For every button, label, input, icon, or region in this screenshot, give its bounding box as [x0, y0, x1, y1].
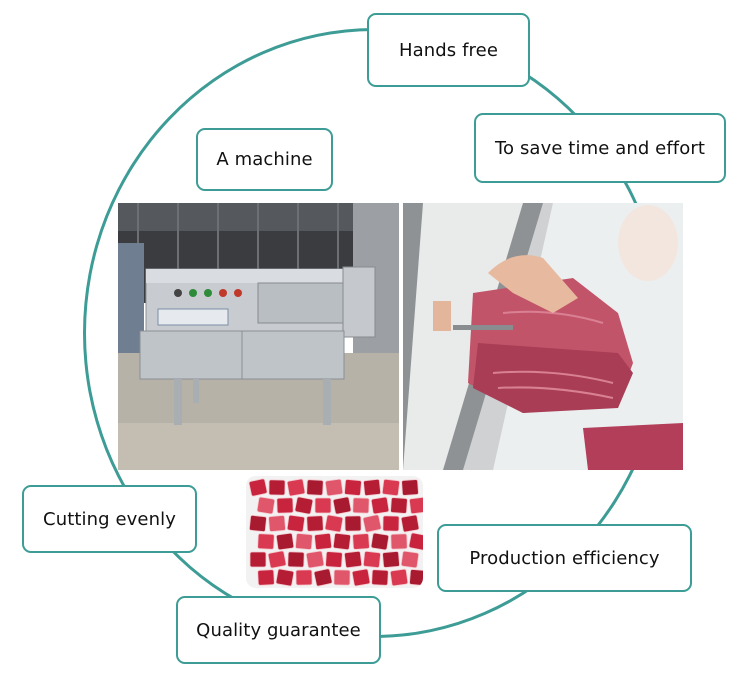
meat-cube	[370, 496, 390, 515]
meat-cube	[324, 478, 344, 497]
hand-cutting-fish-photo	[403, 203, 683, 470]
meat-cube	[333, 569, 351, 586]
meat-cube	[305, 550, 325, 569]
a-machine-label: A machine	[196, 128, 333, 191]
meat-cube	[344, 550, 363, 569]
meat-cube	[324, 514, 344, 533]
cutting-evenly-text: Cutting evenly	[43, 508, 176, 530]
quality-guarantee-label: Quality guarantee	[176, 596, 381, 664]
quality-guarantee-text: Quality guarantee	[196, 619, 361, 641]
meat-cube	[390, 497, 408, 514]
meat-cube	[268, 479, 286, 496]
production-efficiency-label: Production efficiency	[437, 524, 692, 592]
production-efficiency-text: Production efficiency	[469, 547, 660, 569]
cutting-evenly-label: Cutting evenly	[22, 485, 197, 553]
meat-cube	[286, 514, 306, 533]
meat-cube	[363, 479, 381, 496]
meat-cube	[325, 551, 343, 568]
meat-cube	[306, 515, 324, 532]
a-machine-text: A machine	[216, 149, 313, 170]
meat-cube	[275, 568, 295, 587]
meat-cube	[275, 532, 295, 551]
meat-cube	[362, 514, 382, 533]
diced-meat-cubes-photo	[246, 476, 423, 588]
meat-cube	[306, 479, 324, 496]
meat-cube	[382, 515, 400, 532]
meat-cube	[313, 568, 333, 587]
meat-cube	[352, 533, 370, 550]
meat-cube	[286, 478, 306, 497]
meat-cube	[268, 515, 286, 532]
meat-dicer-machine-photo	[118, 203, 399, 470]
meat-cube	[295, 533, 313, 550]
meat-cube	[294, 496, 314, 515]
meat-cube	[382, 551, 400, 568]
meat-cube	[408, 532, 423, 551]
meat-cube	[400, 550, 420, 569]
meat-cube	[363, 551, 381, 568]
meat-cube	[267, 550, 287, 569]
meat-cube	[295, 569, 313, 586]
meat-cube	[257, 533, 275, 550]
meat-cube	[249, 515, 267, 532]
meat-cube	[351, 568, 371, 587]
meat-cube	[389, 568, 409, 587]
meat-cube	[371, 569, 389, 586]
meat-cube	[400, 514, 420, 533]
hands-free-label: Hands free	[367, 13, 530, 87]
meat-cube	[409, 496, 423, 515]
meat-cube	[276, 497, 294, 514]
hands-free-text: Hands free	[399, 39, 498, 61]
meat-cube	[352, 497, 370, 514]
meat-cube	[314, 497, 332, 514]
meat-cube	[249, 551, 267, 568]
meat-cube	[344, 479, 362, 496]
meat-cube	[344, 515, 362, 532]
meat-cube	[409, 569, 423, 586]
meat-cube	[287, 551, 305, 568]
meat-cube	[332, 496, 352, 515]
meat-cube	[256, 496, 276, 515]
meat-cube	[381, 478, 400, 497]
meat-cube	[401, 479, 419, 496]
save-time-label: To save time and effort	[474, 113, 726, 183]
meat-cube	[248, 478, 268, 497]
meat-cube	[257, 569, 275, 586]
meat-cube	[314, 533, 332, 550]
meat-cube	[390, 533, 408, 550]
meat-cube	[332, 532, 351, 551]
save-time-text: To save time and effort	[494, 137, 706, 159]
meat-cube	[370, 532, 390, 551]
